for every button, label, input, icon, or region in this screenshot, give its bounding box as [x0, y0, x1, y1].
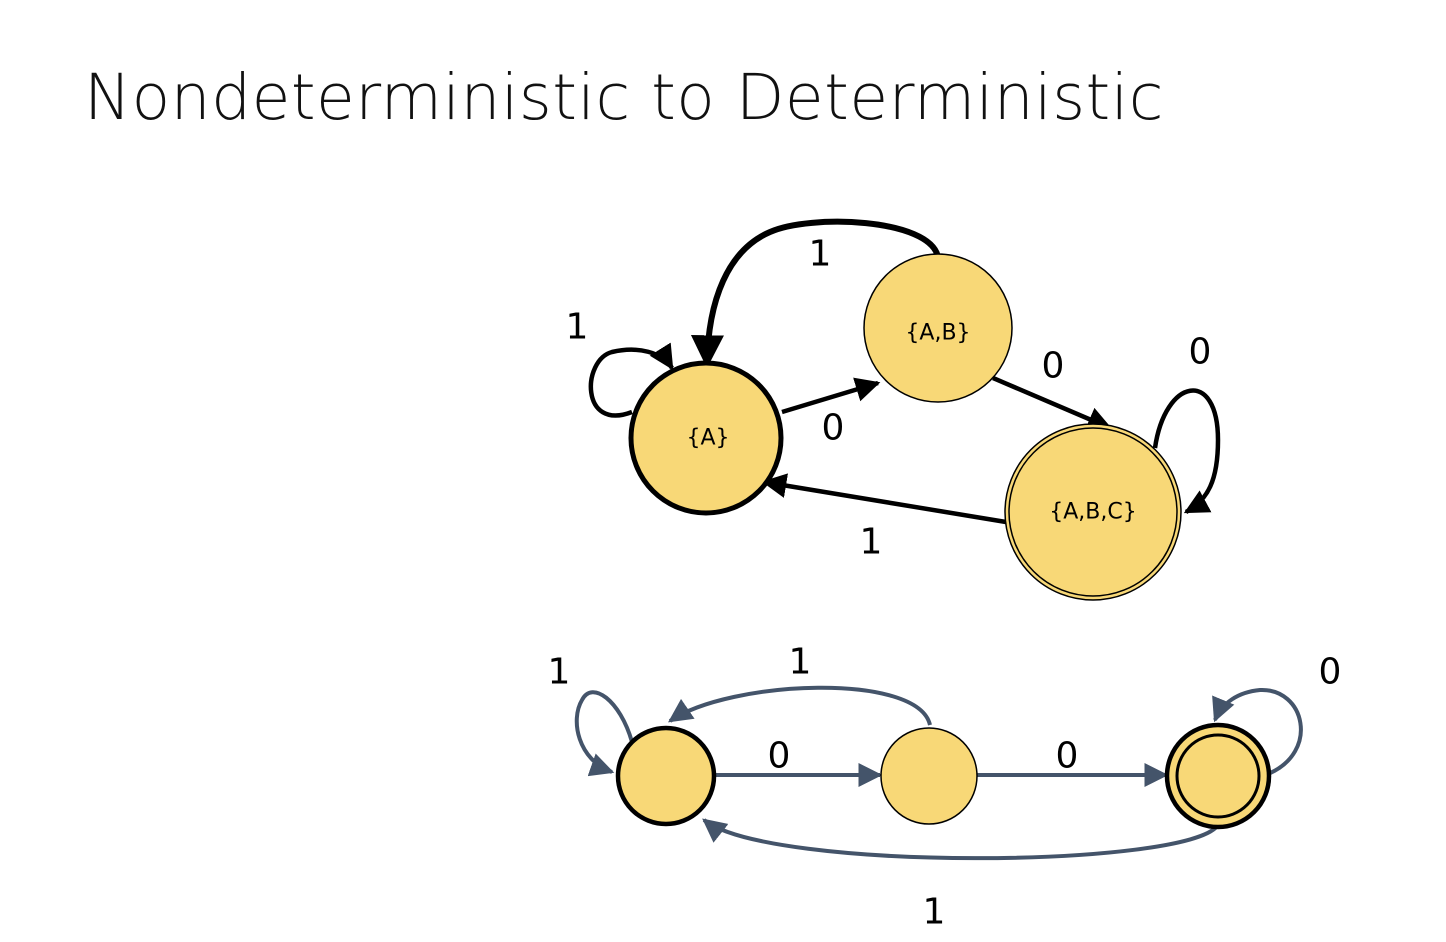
edge-abc-to-a-label: 1	[860, 522, 883, 563]
edge-s3-to-s1-label: 1	[923, 892, 946, 933]
edge-a-self-label: 1	[566, 307, 589, 348]
edge-abc-self-loop	[1152, 388, 1221, 514]
state-ab	[863, 253, 1013, 403]
state-abc-outer	[1004, 423, 1182, 601]
edge-s3-self-loop	[1212, 687, 1303, 776]
edge-ab-to-abc-label: 0	[1042, 346, 1065, 387]
edge-s2-to-s1	[668, 685, 932, 726]
edge-abc-to-a	[761, 473, 1007, 525]
edge-a-to-ab-label: 0	[822, 408, 845, 449]
edge-ab-to-a	[690, 218, 941, 369]
edge-a-to-ab	[781, 377, 881, 415]
edge-s1-to-s2-label: 0	[768, 736, 791, 777]
dfa-state-3-outer	[1164, 722, 1272, 830]
edge-s1-self-label: 1	[548, 652, 571, 693]
edge-ab-to-abc	[992, 375, 1113, 431]
dfa-state-2	[880, 727, 978, 825]
edge-s1-self-loop	[574, 690, 634, 777]
state-ab-label: {A,B}	[905, 321, 970, 346]
state-a-label: {A}	[686, 426, 729, 451]
state-abc-inner	[1008, 427, 1178, 597]
edge-ab-to-a-label: 1	[809, 234, 832, 275]
bottom-diagram: 1 1 0 0 0 1	[548, 642, 1342, 933]
top-diagram: {A} {A,B} {A,B,C} 1 1 0 0 0 1	[566, 218, 1221, 601]
dfa-state-3-inner	[1175, 733, 1261, 819]
edge-s2-to-s3-label: 0	[1056, 736, 1079, 777]
edge-abc-self-label: 0	[1189, 332, 1212, 373]
edge-a-self-loop	[588, 342, 674, 418]
dfa-state-1	[615, 725, 717, 827]
state-abc-label: {A,B,C}	[1049, 500, 1136, 525]
edge-s2-to-s1-label: 1	[789, 642, 812, 683]
state-a	[628, 360, 784, 516]
slide-title: Nondeterministic to Deterministic	[84, 61, 1164, 134]
edge-s3-self-label: 0	[1319, 652, 1342, 693]
edge-s3-to-s1	[702, 818, 1220, 861]
